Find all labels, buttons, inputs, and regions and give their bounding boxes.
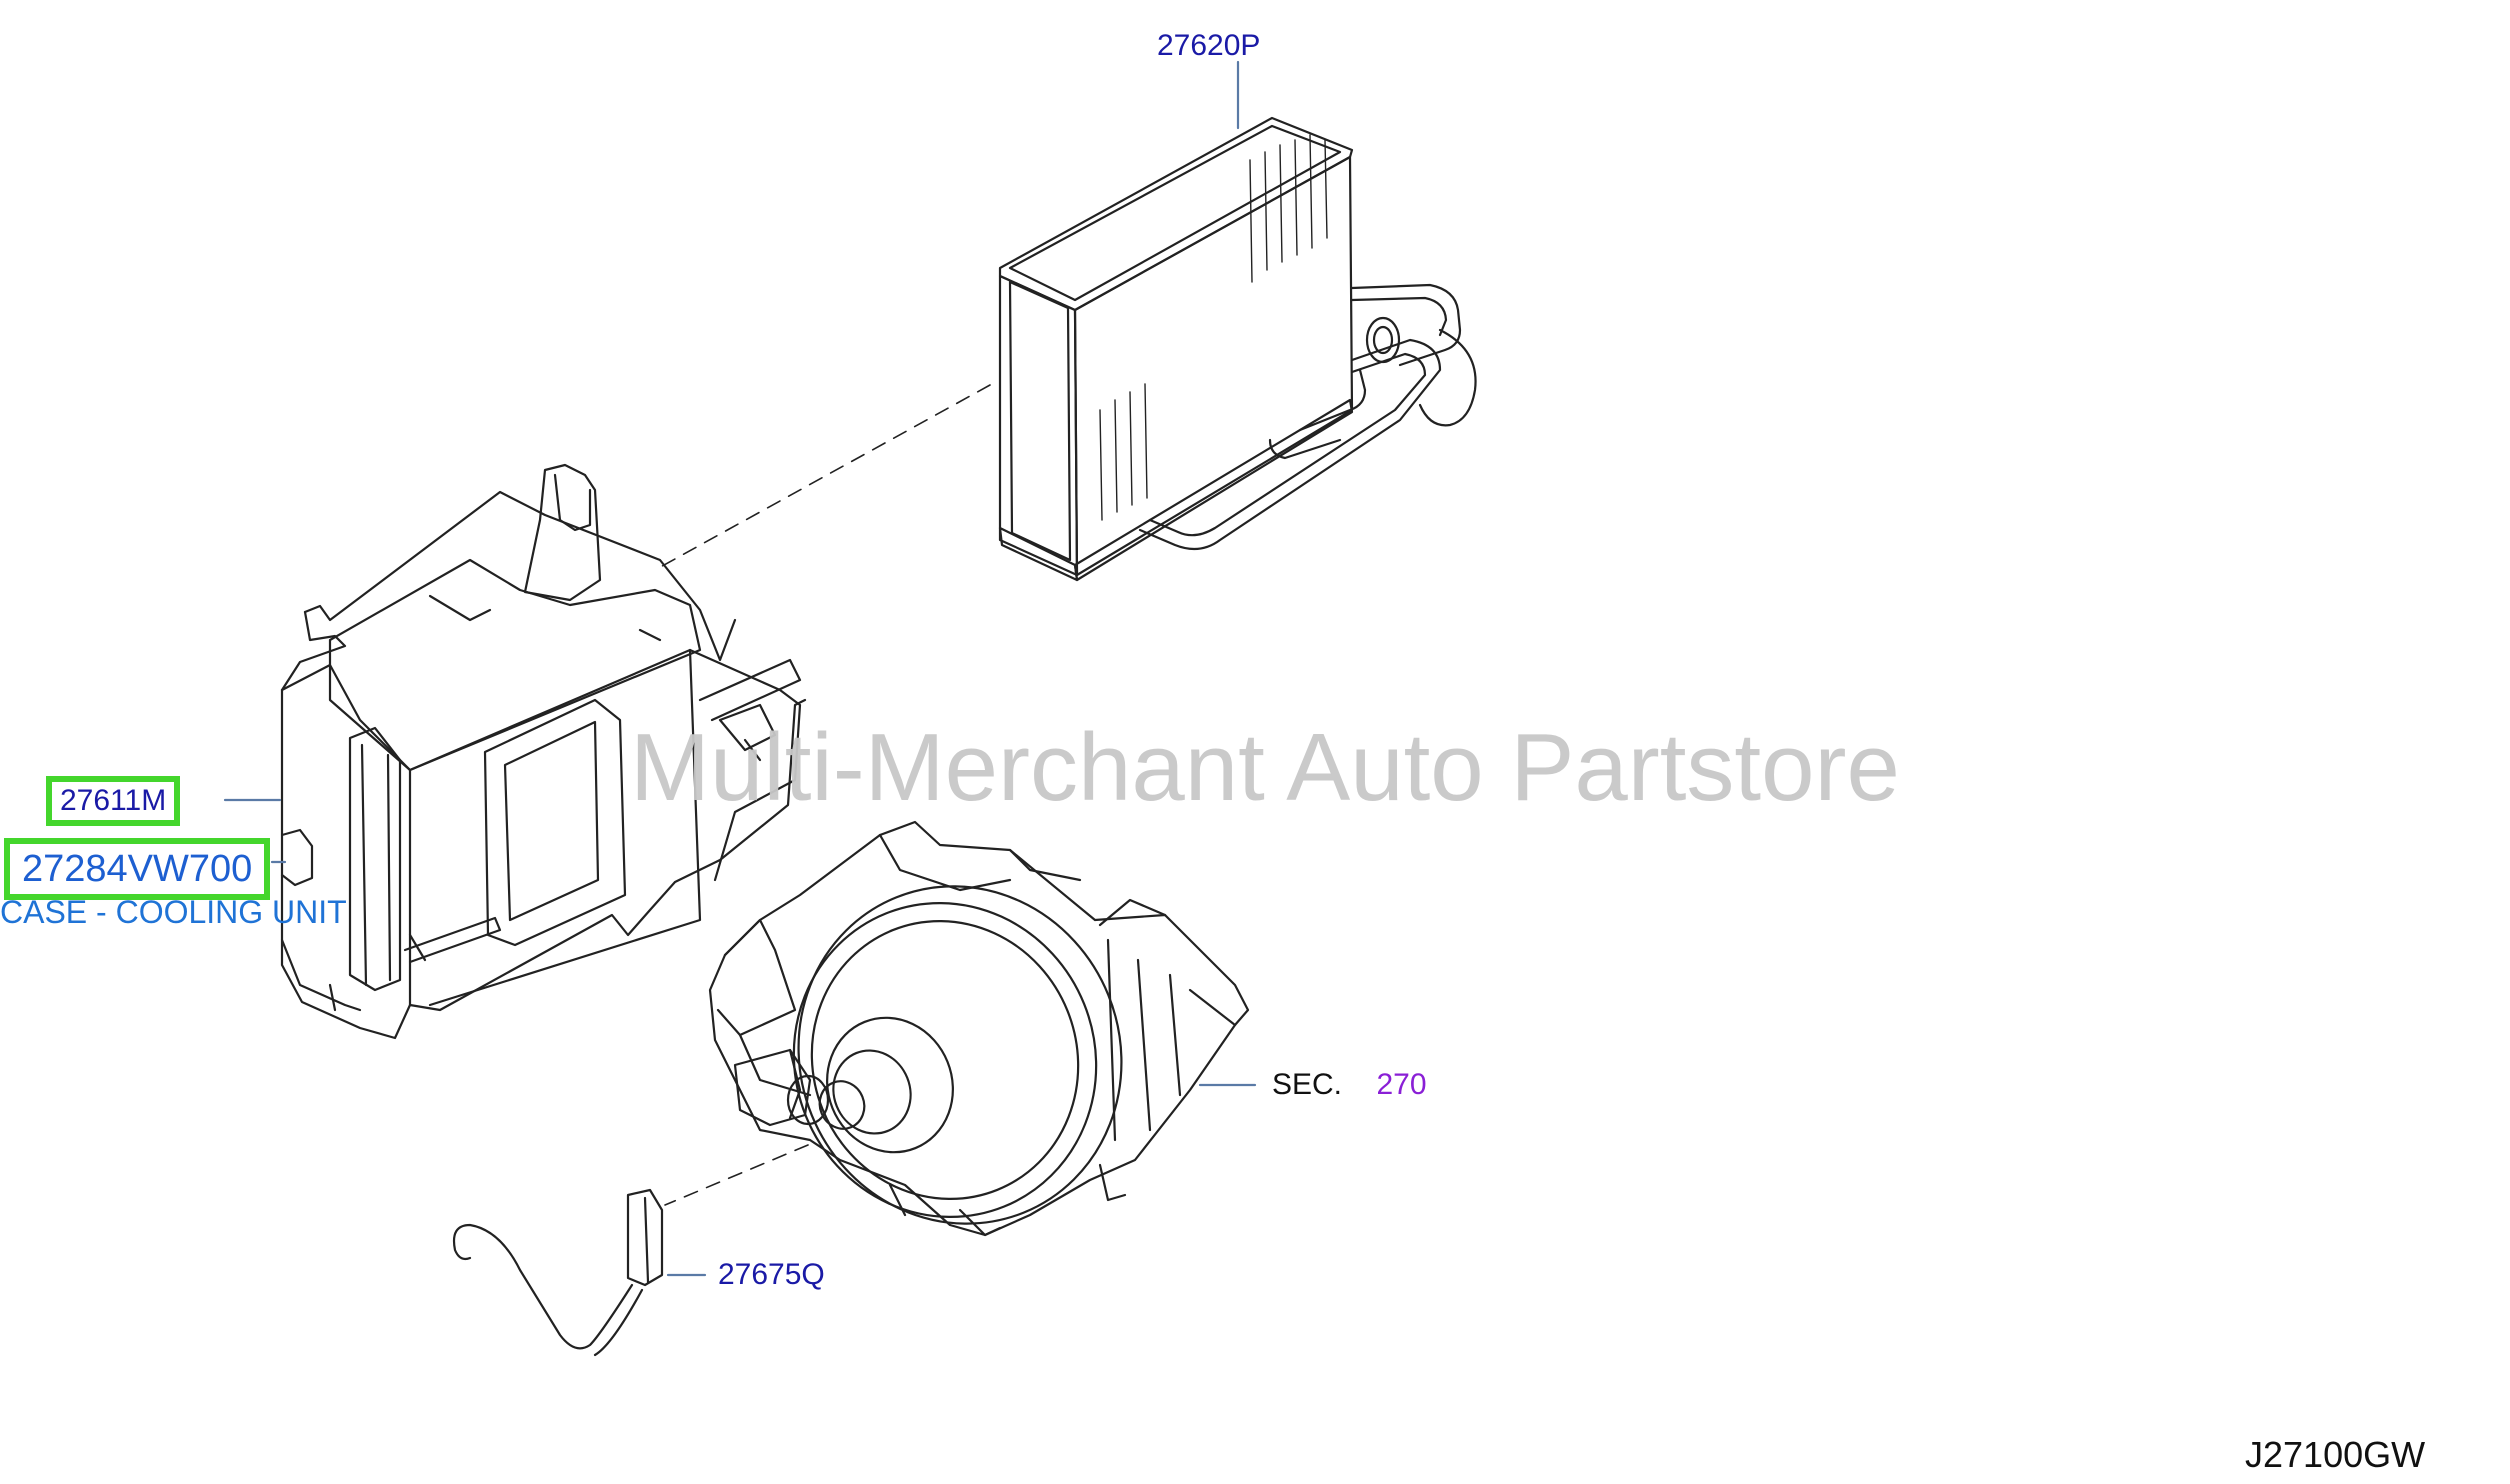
sensor-harness-illustration xyxy=(452,1188,664,1357)
section-prefix: SEC. xyxy=(1272,1068,1343,1101)
part-label-27675q[interactable]: 27675Q xyxy=(718,1258,825,1291)
part-number-27611m: 27611M xyxy=(60,784,167,817)
blower-motor-illustration xyxy=(708,820,1250,1237)
store-watermark: Multi-Merchant Auto Partstore xyxy=(630,714,1900,821)
selected-part-number: 27284VW700 xyxy=(22,848,253,890)
selected-part-label[interactable]: 27284VW700 xyxy=(4,838,271,900)
diagram-code: J27100GW xyxy=(2245,1434,2426,1475)
part-label-27611m[interactable]: 27611M xyxy=(46,776,181,826)
section-number-link[interactable]: 270 xyxy=(1376,1068,1427,1101)
part-label-27620p[interactable]: 27620P xyxy=(1157,29,1261,62)
selected-part-description: CASE - COOLING UNIT xyxy=(0,894,347,930)
cooling-unit-case-illustration xyxy=(280,463,807,1040)
evaporator-core-illustration xyxy=(998,60,1477,582)
section-reference: SEC. 270 xyxy=(1272,1070,1427,1100)
